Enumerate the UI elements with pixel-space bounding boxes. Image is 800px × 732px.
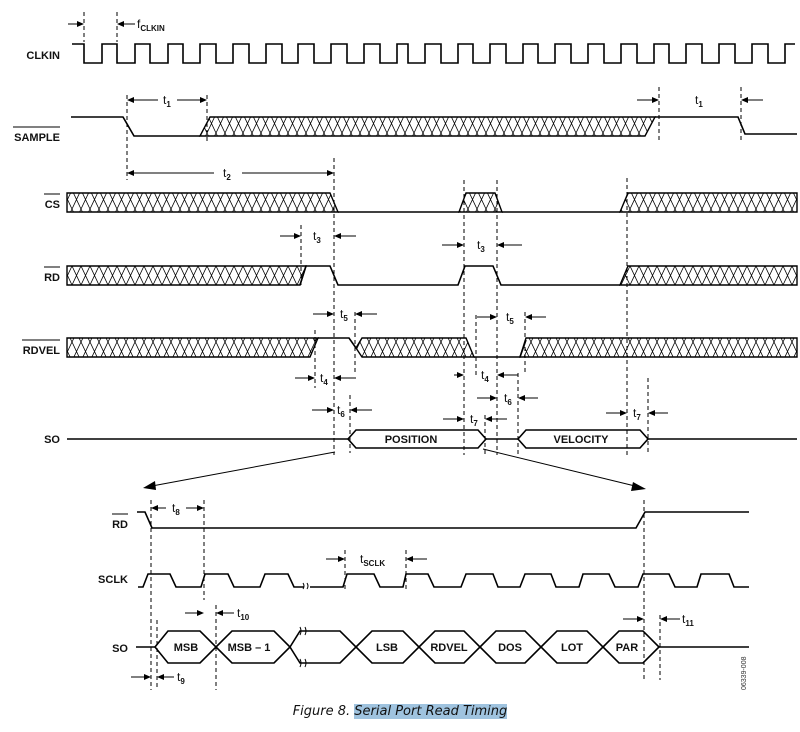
timing-t4-first: t4 [295,371,356,387]
signal-label-so-detail: SO [112,643,128,655]
svg-text:t6: t6 [504,391,512,407]
signal-label-rd-detail: RD [112,513,128,531]
zoom-arrow-left [143,451,336,490]
timing-t8: t8 [151,501,204,517]
svg-text:t4: t4 [320,371,328,387]
caption-title: Serial Port Read Timing [354,704,508,719]
so-bit-lsb: LSB [376,642,398,654]
svg-text:CS: CS [45,199,60,211]
so-bit-rdvel: RDVEL [430,642,468,654]
svg-text:RD: RD [44,272,60,284]
sclk-break-mark [302,582,309,590]
svg-text:t8: t8 [172,501,180,517]
timing-tsclk: tSCLK [326,552,427,568]
figure-caption: Figure 8. Serial Port Read Timing [0,704,800,719]
svg-text:t7: t7 [633,406,641,422]
svg-text:RDVEL: RDVEL [23,345,61,357]
svg-text:t2: t2 [223,166,231,182]
timing-t5-second: t5 [477,310,546,326]
timing-t10: t10 [185,606,250,622]
signal-label-so: SO [44,434,60,446]
svg-text:SAMPLE: SAMPLE [14,132,60,144]
rdvel-waveform [66,337,798,358]
so-bit-lot: LOT [561,642,583,654]
timing-t7-first: t7 [443,412,507,428]
svg-text:t1: t1 [695,93,703,109]
timing-t4-second: t4 [454,368,518,384]
svg-text:t5: t5 [340,307,348,323]
svg-text:t5: t5 [506,310,514,326]
clkin-waveform [72,43,795,64]
cs-waveform [66,192,798,213]
svg-text:t4: t4 [481,368,489,384]
reference-dashed-lines [83,12,742,690]
so-frame-velocity: VELOCITY [553,434,609,446]
svg-text:RD: RD [112,519,128,531]
svg-text:fCLKIN: fCLKIN [137,17,165,33]
svg-text:t9: t9 [177,670,185,686]
timing-t11: t11 [623,612,694,628]
caption-prefix: Figure 8. [292,704,351,719]
timing-t1-second: t1 [637,93,763,109]
timing-t3-first: t3 [280,229,356,245]
timing-t6-second: t6 [477,391,538,407]
timing-t5-first: t5 [313,307,377,323]
svg-text:t3: t3 [477,238,485,254]
signal-label-rd: RD [44,266,60,284]
signal-label-rdvel: RDVEL [22,339,61,357]
svg-text:t6: t6 [337,403,345,419]
so-bit-par: PAR [616,642,638,654]
svg-text:t10: t10 [237,606,250,622]
so-waveform [67,429,797,449]
rd-detail-waveform [137,511,749,529]
svg-text:t3: t3 [313,229,321,245]
zoom-arrow-right [482,448,646,491]
so-bit-msb-1: MSB – 1 [228,642,271,654]
sample-waveform [71,116,797,137]
timing-t1-first: t1 [127,93,207,109]
so-bit-dos: DOS [498,642,522,654]
timing-t2: t2 [127,166,334,182]
signal-label-sclk: SCLK [98,574,128,586]
figure-id: 06339-008 [741,656,748,690]
timing-t7-second: t7 [606,406,668,422]
sclk-waveform [138,573,749,588]
svg-text:t1: t1 [163,93,171,109]
timing-t3-second: t3 [442,238,522,254]
signal-label-sample: SAMPLE [13,126,60,144]
so-bit-msb: MSB [174,642,199,654]
signal-label-cs: CS [44,193,60,211]
timing-t9: t9 [131,670,185,686]
timing-diagram: CLKIN SAMPLE CS RD RDVEL SO RD SCLK SO [13,12,798,690]
svg-text:tSCLK: tSCLK [360,552,385,568]
timing-fclkin: fCLKIN [68,17,165,33]
svg-text:t7: t7 [470,412,478,428]
svg-text:t11: t11 [682,612,694,628]
signal-label-clkin: CLKIN [26,50,60,62]
rd-waveform [66,265,798,286]
timing-t6-first: t6 [312,403,372,419]
so-frame-position: POSITION [385,434,438,446]
so-detail-waveform [136,626,749,668]
